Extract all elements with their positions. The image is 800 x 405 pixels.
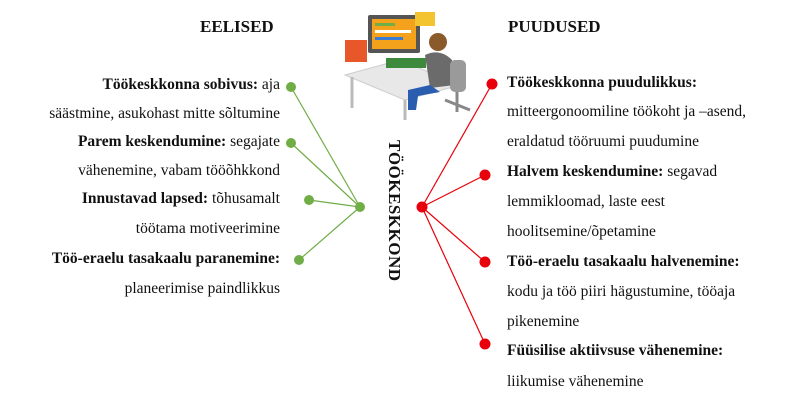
disadvantages-hub-dot (416, 201, 428, 213)
disadvantage-detail: mitteergonoomiline töökoht ja –asend, (507, 103, 747, 120)
advantages-hub-dot (355, 202, 365, 212)
disadvantage-detail: lemmikloomad, laste eest (507, 193, 665, 210)
disadvantage-dot (479, 338, 491, 350)
advantage-detail: vähenemine, vabam tööõhkkond (78, 162, 280, 179)
advantage-detail: töötama motiveerimine (135, 220, 280, 237)
person-at-computer-illustration (343, 12, 471, 120)
advantage-dot (286, 82, 296, 92)
disadvantage-dot (479, 256, 491, 268)
advantage-dot (286, 138, 296, 148)
disadvantage-detail: liikumise vähenemine (507, 373, 644, 390)
advantage-item: Innustavad lapsed: tõhusamalt (81, 190, 280, 207)
advantage-dot (294, 255, 304, 265)
advantage-dot (304, 195, 314, 205)
advantage-item: Parem keskendumine: segajate (77, 133, 280, 150)
advantage-item: Töökeskkonna sobivus: aja (102, 76, 280, 93)
disadvantage-item: Füüsilise aktiivsuse vähenemine: (507, 342, 724, 359)
disadvantages-heading: PUUDUSED (508, 17, 601, 36)
disadvantage-dot (486, 78, 498, 90)
disadvantage-item: Töökeskkonna puudulikkus: (507, 74, 697, 91)
advantage-detail: säästmine, asukohast mitte sõltumine (49, 105, 280, 122)
advantage-item: Töö-eraelu tasakaalu paranemine: (51, 250, 280, 267)
advantage-detail: planeerimise paindlikkus (124, 280, 280, 297)
disadvantage-item: Töö-eraelu tasakaalu halvenemine: (507, 253, 740, 270)
disadvantage-detail: kodu ja töö piiri hägustumine, tööaja (507, 283, 736, 300)
advantages-heading: EELISED (200, 17, 274, 36)
disadvantage-detail: pikenemine (507, 313, 580, 330)
disadvantage-dot (479, 169, 491, 181)
disadvantage-item: Halvem keskendumine: segavad (507, 163, 718, 180)
center-label: TÖÖKESKKOND (385, 140, 404, 282)
disadvantage-detail: hoolitsemine/õpetamine (507, 223, 656, 240)
disadvantage-detail: eraldatud tööruumi puudumine (507, 133, 699, 150)
